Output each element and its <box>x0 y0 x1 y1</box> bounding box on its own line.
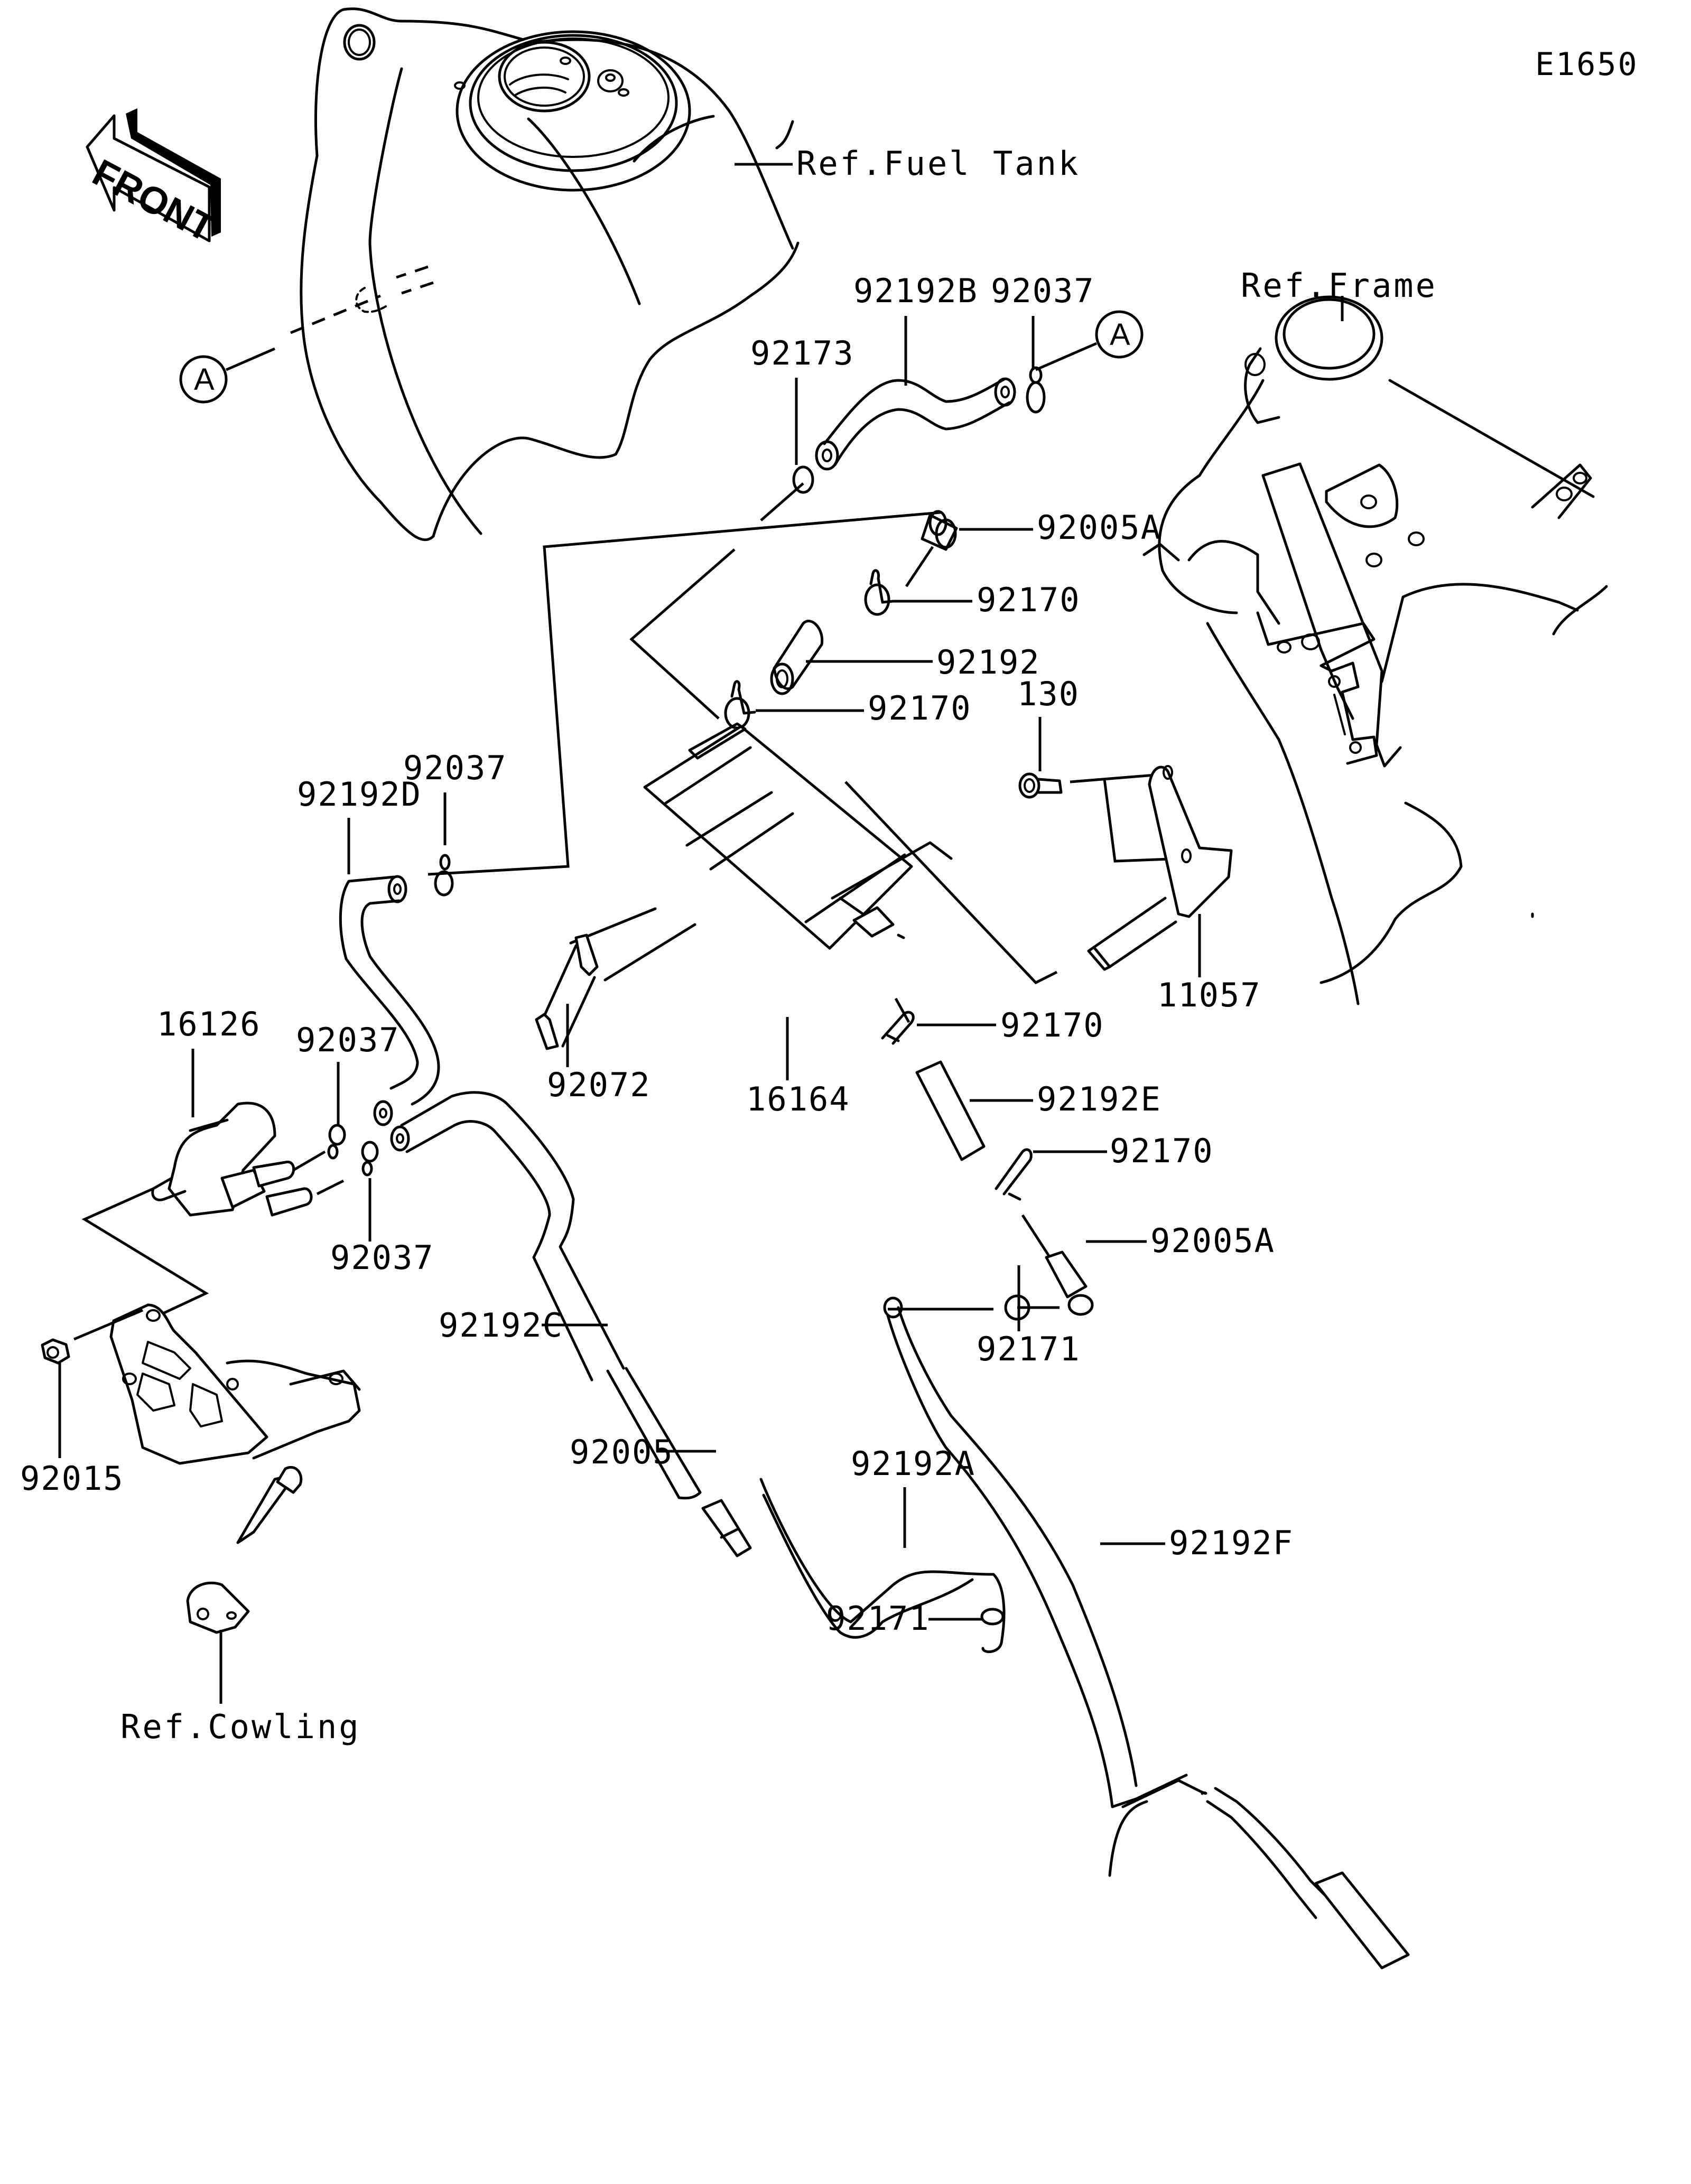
part-label-92192C[interactable]: 92192C <box>439 1306 563 1345</box>
bracket-11057-drawing <box>1087 765 1233 971</box>
ref-cowling-label: Ref.Cowling <box>120 1707 361 1746</box>
part-label-11057[interactable]: 11057 <box>1157 976 1261 1014</box>
part-label-92170[interactable]: 92170 <box>977 581 1081 619</box>
hose-92192B-drawing <box>815 377 1016 471</box>
fuel-tank-drawing <box>290 7 800 542</box>
part-label-92192B[interactable]: 92192B <box>853 272 978 310</box>
front-arrow-icon: FRONT <box>86 108 221 250</box>
part-label-92171[interactable]: 92171 <box>977 1330 1081 1368</box>
clamp-92170-b-drawing <box>724 680 756 730</box>
hose-92192C-drawing <box>400 1091 702 1500</box>
clamp-92171-b-drawing <box>980 1608 1005 1626</box>
svg-text:A: A <box>194 362 215 397</box>
part-label-92173[interactable]: 92173 <box>750 334 854 372</box>
part-label-92037[interactable]: 92037 <box>403 749 507 787</box>
clamp-92173-drawing <box>760 465 814 521</box>
svg-text:A: A <box>1110 318 1130 352</box>
part-label-92005[interactable]: 92005 <box>570 1433 674 1471</box>
ref-frame-label: Ref.Frame <box>1241 266 1437 305</box>
frame-drawing <box>1142 295 1608 1005</box>
part-label-16164[interactable]: 16164 <box>746 1080 850 1118</box>
clamp-92170-c-drawing <box>881 1011 915 1045</box>
part-label-92170[interactable]: 92170 <box>1110 1132 1214 1170</box>
hose-92192D-drawing <box>339 875 440 1106</box>
clamp-92037-left-drawing <box>327 1124 346 1160</box>
part-label-92015[interactable]: 92015 <box>20 1459 124 1498</box>
hose-92192E-drawing <box>894 997 986 1161</box>
part-label-92192[interactable]: 92192 <box>936 643 1040 682</box>
part-label-16126[interactable]: 16126 <box>157 1005 261 1043</box>
vent-route-line <box>428 511 941 876</box>
part-label-92072[interactable]: 92072 <box>547 1066 651 1104</box>
canister-route-line-top <box>629 548 736 720</box>
part-label-92005A[interactable]: 92005A <box>1150 1221 1275 1260</box>
part-label-92170[interactable]: 92170 <box>1000 1006 1104 1044</box>
part-label-92192A[interactable]: 92192A <box>851 1444 975 1483</box>
part-label-92192F[interactable]: 92192F <box>1169 1524 1294 1562</box>
leader-lines <box>58 316 1201 1621</box>
connection-marker-a-right: A <box>1035 310 1144 371</box>
part-label-92192E[interactable]: 92192E <box>1037 1080 1162 1118</box>
part-label-92037[interactable]: 92037 <box>991 272 1095 310</box>
canister-route-line-right <box>844 781 1058 985</box>
diagram-code: E1650 <box>1535 46 1639 83</box>
part-label-92037[interactable]: 92037 <box>330 1238 434 1277</box>
clamp-92037-low-drawing <box>361 1141 379 1177</box>
clamp-92037-top-drawing <box>1026 366 1046 414</box>
part-label-92192D[interactable]: 92192D <box>297 775 422 814</box>
part-label-130[interactable]: 130 <box>1017 675 1080 713</box>
fitting-92005A-top-drawing <box>905 510 958 587</box>
nut-92015-drawing <box>41 1309 143 1365</box>
connector-92005-drawing <box>701 1499 752 1557</box>
cowling-bracket-drawing <box>109 1303 361 1634</box>
strap-92072-drawing <box>535 907 696 1050</box>
hose-92192-drawing <box>770 620 824 695</box>
canister-16164-drawing <box>643 722 953 950</box>
part-label-92037[interactable]: 92037 <box>296 1021 400 1059</box>
hose-92192A-drawing <box>759 1478 1006 1654</box>
part-label-92170[interactable]: 92170 <box>868 689 972 727</box>
valve-16126-drawing <box>151 1102 345 1217</box>
hose-92192F-drawing <box>883 1296 1410 1970</box>
part-label-92171[interactable]: 92171 <box>826 1599 930 1638</box>
ref-fuel-tank-label: Ref.Fuel Tank <box>796 144 1080 183</box>
clamp-92170-d-drawing <box>995 1148 1053 1261</box>
connection-marker-a-left: A <box>179 347 275 404</box>
clamp-92037-mid-drawing <box>434 854 454 897</box>
clamp-92171-a-drawing <box>1004 1294 1060 1321</box>
part-label-92005A[interactable]: 92005A <box>1037 508 1162 547</box>
fitting-92005A-low-drawing <box>1045 1250 1094 1316</box>
clamp-92170-a-drawing <box>864 569 895 616</box>
hose-ends-near-valve <box>373 1100 410 1152</box>
